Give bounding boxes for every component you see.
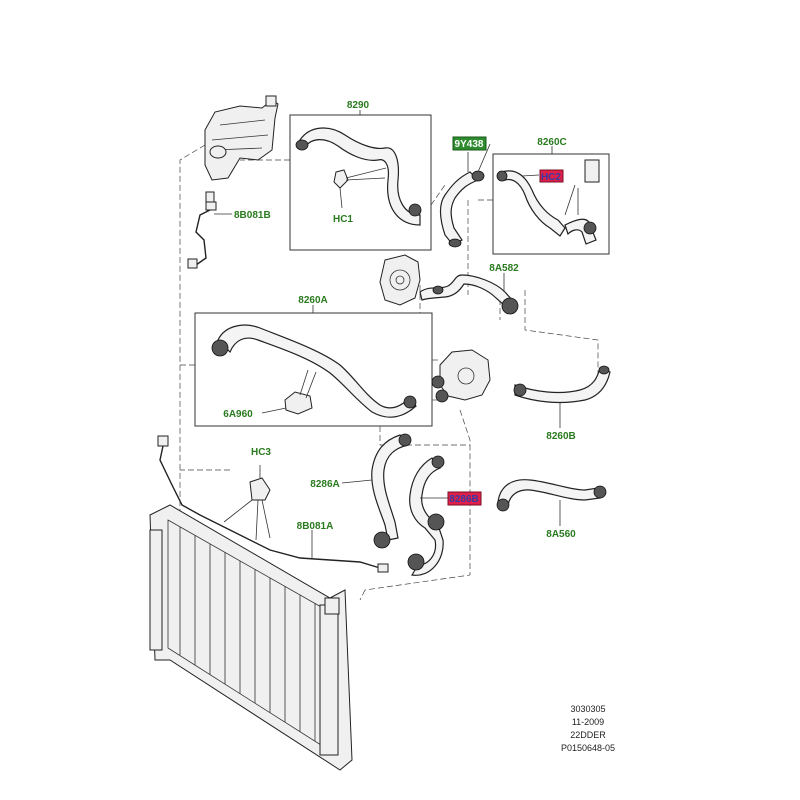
radiator xyxy=(149,504,353,771)
label-8290[interactable]: 8290 xyxy=(347,100,370,111)
label-HC3[interactable]: HC3 xyxy=(251,447,271,458)
harness-8B081B xyxy=(187,191,232,269)
hose-8260B xyxy=(513,365,611,404)
hose-8A582 xyxy=(419,274,519,315)
footer-line-2: 11-2009 xyxy=(572,717,604,727)
label-8B081B[interactable]: 8B081B xyxy=(234,210,271,221)
footer-line-3: 22DDER xyxy=(570,730,606,740)
hose-8286A xyxy=(371,433,412,549)
leader-lines xyxy=(261,110,561,558)
label-HC2[interactable]: HC2 xyxy=(541,172,561,183)
label-8260A[interactable]: 8260A xyxy=(298,295,327,306)
expansion-tank xyxy=(204,95,279,181)
clamp-hc3 xyxy=(223,465,271,541)
hose-8286B xyxy=(407,455,445,576)
label-9Y438[interactable]: 9Y438 xyxy=(455,139,484,150)
hose-8260C xyxy=(496,159,600,245)
label-8260B[interactable]: 8260B xyxy=(546,431,575,442)
water-pump xyxy=(379,254,421,306)
label-8A560[interactable]: 8A560 xyxy=(546,529,576,540)
label-8260C[interactable]: 8260C xyxy=(537,137,566,148)
group-box-8260A xyxy=(194,312,433,427)
label-8286A[interactable]: 8286A xyxy=(310,479,339,490)
label-HC1[interactable]: HC1 xyxy=(333,214,353,225)
label-9Y438-bg xyxy=(452,136,487,151)
hose-8260A xyxy=(211,324,417,418)
footer-line-1: 3030305 xyxy=(570,704,605,714)
label-8286B[interactable]: 8286B xyxy=(449,494,478,505)
group-box-8290 xyxy=(289,114,432,251)
hose-8A560 xyxy=(496,479,607,512)
footer-line-4: P0150648-05 xyxy=(561,743,615,753)
group-box-8260C xyxy=(492,153,610,255)
harness-8B081A xyxy=(157,435,389,573)
label-HC2-bg xyxy=(539,169,564,183)
label-8A582[interactable]: 8A582 xyxy=(489,263,519,274)
dashed-guide-lines xyxy=(179,144,599,601)
label-6A960[interactable]: 6A960 xyxy=(223,409,253,420)
label-8B081A[interactable]: 8B081A xyxy=(297,521,334,532)
footer-reference: 3030305 11-2009 22DDER P0150648-05 xyxy=(561,704,615,753)
label-8286B-bg xyxy=(447,491,482,506)
hose-9Y438 xyxy=(439,152,485,248)
hose-8290 xyxy=(295,127,422,226)
thermostat-housing xyxy=(431,349,491,403)
